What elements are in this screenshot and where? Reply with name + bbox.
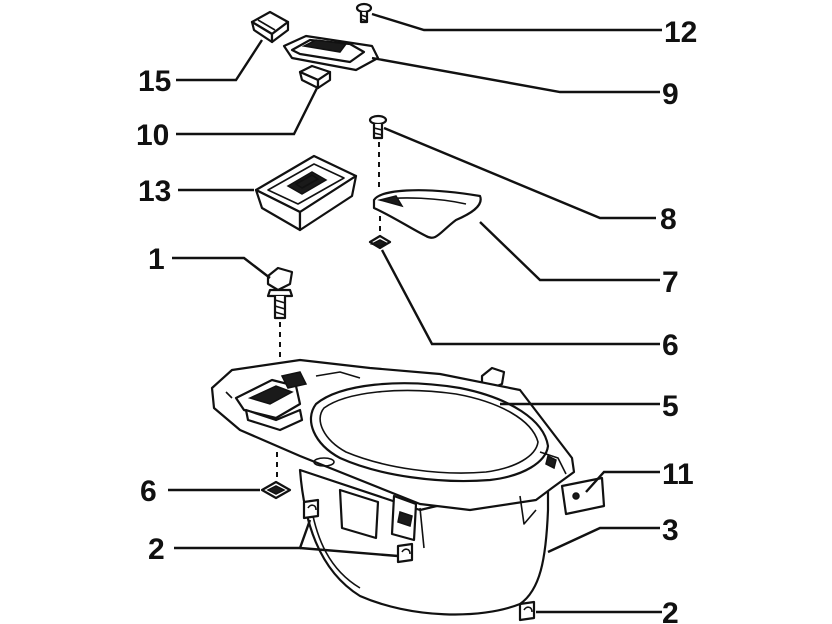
- part-7-curved-cover: [372, 189, 482, 239]
- part-6-clip-lower: [260, 452, 292, 500]
- part-1-screw: [266, 266, 294, 372]
- callout-12: 12: [664, 16, 697, 49]
- part-2-clip-left: [302, 498, 320, 520]
- callout-5: 5: [662, 390, 679, 423]
- callout-7: 7: [662, 266, 679, 299]
- part-6-clip-upper: [368, 216, 392, 250]
- part-15-rubber-block: [250, 10, 290, 44]
- callout-3: 3: [662, 514, 679, 547]
- part-11-bracket: [560, 476, 606, 516]
- callout-labels: 12 9 15 10 13 8 7 1 6 5 11 6 3 2 2: [136, 16, 697, 624]
- callout-2-left: 2: [148, 533, 165, 566]
- callout-11: 11: [662, 458, 694, 491]
- leader-lines: [168, 12, 662, 614]
- callout-2-right: 2: [662, 597, 679, 624]
- part-2-clip-middle: [396, 542, 414, 564]
- part-9-cover-plate: [282, 34, 380, 72]
- callout-10: 10: [136, 119, 169, 152]
- part-13-tray: [254, 154, 358, 232]
- callout-15: 15: [138, 65, 171, 98]
- part-10-pad: [298, 64, 332, 90]
- callout-6-upper: 6: [662, 329, 679, 362]
- part-3-storage-tub: [210, 358, 576, 616]
- part-12-screw: [355, 2, 373, 24]
- callout-13: 13: [138, 175, 171, 208]
- part-8-screw: [368, 114, 388, 190]
- callout-8: 8: [660, 203, 677, 236]
- callout-1: 1: [148, 243, 165, 276]
- part-2-clip-right: [518, 600, 536, 622]
- callout-9: 9: [662, 78, 679, 111]
- callout-6-lower: 6: [140, 475, 157, 508]
